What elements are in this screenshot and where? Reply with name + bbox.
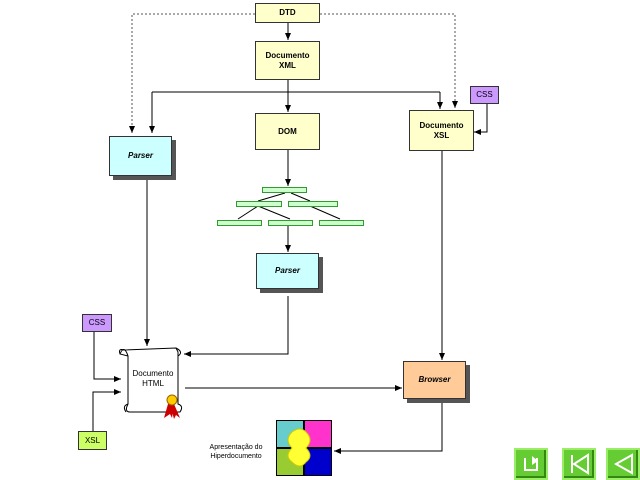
tree-node-l2-middle (268, 220, 313, 226)
tree-node-l1-right (288, 201, 338, 207)
xsl-document-box: Documento XSL (409, 110, 474, 151)
parser-left-label: Parser (128, 151, 153, 160)
presentation-label-1: Apresentação do (209, 444, 263, 451)
parser-left-box: Parser (109, 136, 172, 176)
css-top-box: CSS (470, 86, 499, 104)
html-document-scroll (119, 347, 183, 413)
parser-middle-label: Parser (275, 266, 300, 275)
dom-label: DOM (278, 126, 297, 136)
dtd-label: DTD (279, 8, 296, 17)
puzzle-image (276, 420, 332, 476)
css-top-label: CSS (476, 90, 493, 99)
seal-icon (164, 394, 180, 419)
previous-slide-button[interactable] (606, 448, 640, 480)
html-document-label-1: Documento (132, 369, 174, 378)
xsl-left-box: XSL (78, 431, 107, 450)
tree-node-l1-left (236, 201, 282, 207)
tree-node-root (262, 187, 307, 193)
xml-document-box: Documento XML (255, 41, 320, 80)
dtd-box: DTD (255, 3, 320, 23)
return-icon (524, 456, 538, 471)
presentation-label-2: Hiperdocumento (210, 453, 262, 460)
xsl-document-label-1: Documento (419, 120, 464, 130)
browser-box: Browser (403, 361, 466, 399)
browser-label: Browser (418, 375, 451, 384)
xsl-document-label-2: XSL (433, 130, 450, 140)
xsl-left-label: XSL (84, 435, 101, 445)
tree-node-l2-left (217, 220, 262, 226)
css-left-label: CSS (88, 318, 106, 327)
dom-box: DOM (255, 113, 320, 150)
first-slide-button[interactable] (562, 448, 596, 480)
presentation-label: Apresentação do Hiperdocumento (196, 443, 276, 461)
xml-document-label-2: XML (279, 60, 296, 70)
parser-middle-box: Parser (256, 253, 319, 289)
first-slide-icon (571, 453, 589, 475)
tree-node-l2-right (319, 220, 364, 226)
css-left-box: CSS (82, 314, 112, 332)
xml-document-label-1: Documento (265, 50, 310, 60)
html-document-label-2: HTML (142, 379, 164, 388)
html-document-label: Documento HTML (124, 369, 182, 389)
return-button[interactable] (514, 448, 548, 480)
previous-slide-icon (613, 453, 633, 475)
